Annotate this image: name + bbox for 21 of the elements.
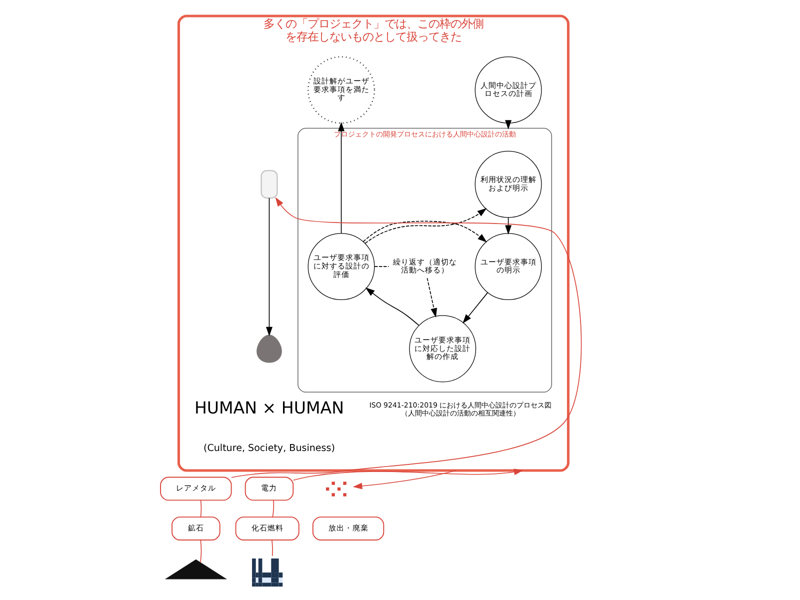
connector (200, 500, 202, 518)
arrow (426, 278, 438, 318)
connector (272, 540, 273, 556)
connector (374, 266, 390, 267)
node-picture (164, 559, 227, 580)
arrow (292, 468, 524, 481)
arrow (505, 120, 512, 130)
arrow (230, 197, 582, 478)
arrow (365, 288, 420, 326)
arrow (352, 470, 456, 490)
node-person (256, 334, 282, 363)
label: HUMAN × HUMAN (194, 398, 344, 418)
arrow (338, 122, 345, 234)
connector (200, 540, 202, 563)
connector (272, 500, 274, 518)
arrow (462, 292, 488, 324)
label: (Culture, Society, Business) (203, 443, 335, 454)
arrow (364, 208, 487, 244)
node-box (260, 170, 278, 199)
arrow (362, 220, 487, 242)
arrow (266, 198, 272, 336)
